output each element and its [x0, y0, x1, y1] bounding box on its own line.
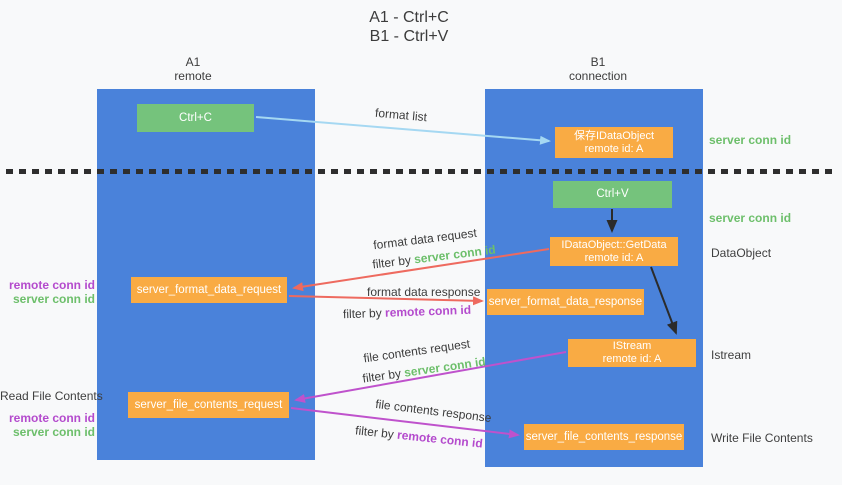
- label-file-contents-response: file contents response: [374, 396, 493, 426]
- box-istream-line2: remote id: A: [602, 353, 662, 365]
- box-server-format-data-response: server_format_data_response: [487, 289, 644, 315]
- title-line-1: A1 - Ctrl+C: [369, 9, 449, 26]
- filter-by-text: filter by: [371, 252, 412, 272]
- filter-by-text: filter by: [354, 423, 395, 442]
- box-save-idataobject: 保存IDataObject remote id: A: [555, 127, 673, 158]
- dashed-separator: [6, 169, 836, 174]
- server-conn-id-text: server conn id: [413, 242, 497, 267]
- remote-conn-id-text: remote conn id: [384, 302, 472, 320]
- box-server-format-data-request-label: server_format_data_request: [136, 283, 282, 296]
- column-a1-title: A1: [185, 55, 201, 69]
- filter-by-text: filter by: [342, 305, 382, 322]
- label-filter-by-remote-conn-id-2: filter by remote conn id: [355, 423, 484, 450]
- box-server-format-data-response-label: server_format_data_response: [488, 295, 643, 308]
- box-server-format-data-request: server_format_data_request: [131, 277, 287, 303]
- column-header-a1-remote: A1 remote: [153, 55, 233, 83]
- box-server-file-contents-request-label: server_file_contents_request: [134, 398, 283, 411]
- box-ctrl-c: Ctrl+C: [137, 104, 254, 132]
- column-header-b1-connection: B1 connection: [558, 55, 638, 83]
- right-label-dataobject: DataObject: [711, 246, 772, 260]
- box-idataobject-getdata: IDataObject::GetData remote id: A: [550, 237, 678, 266]
- remote-conn-id-text: remote conn id: [396, 427, 484, 451]
- box-idataobject-getdata-line1: IDataObject::GetData: [561, 238, 667, 251]
- box-ctrl-v-label: Ctrl+V: [596, 188, 629, 200]
- box-save-idataobject-line1: 保存IDataObject: [573, 129, 655, 142]
- label-filter-by-remote-conn-id-1: filter by remote conn id: [343, 303, 471, 321]
- diagram-title: A1 - Ctrl+C B1 - Ctrl+V: [329, 8, 489, 46]
- box-server-file-contents-response-label: server_file_contents_response: [525, 430, 683, 443]
- box-istream: IStream remote id: A: [568, 339, 696, 367]
- label-format-data-response: format data response: [367, 285, 481, 299]
- right-label-server-conn-id-mid: server conn id: [709, 211, 792, 225]
- column-b1-title: B1: [590, 55, 606, 69]
- server-conn-id-text: server conn id: [403, 354, 487, 380]
- right-label-server-conn-id-top: server conn id: [709, 133, 792, 147]
- box-server-file-contents-request: server_file_contents_request: [128, 392, 289, 418]
- right-label-istream: Istream: [711, 348, 752, 362]
- left-label-server-conn-id-top: server conn id: [12, 292, 95, 306]
- left-label-remote-conn-id-top: remote conn id: [8, 278, 95, 292]
- box-save-idataobject-line2: remote id: A: [584, 142, 644, 155]
- column-b1-subtitle: connection: [568, 69, 628, 83]
- left-label-read-file-contents: Read File Contents: [0, 389, 103, 403]
- box-istream-line1: IStream: [612, 340, 652, 352]
- box-idataobject-getdata-line2: remote id: A: [584, 251, 644, 264]
- box-ctrl-v: Ctrl+V: [553, 181, 672, 208]
- left-label-remote-conn-id-bottom: remote conn id: [8, 411, 95, 425]
- right-label-write-file-contents: Write File Contents: [711, 431, 813, 445]
- title-line-2: B1 - Ctrl+V: [369, 28, 449, 45]
- left-label-server-conn-id-bottom: server conn id: [12, 425, 95, 439]
- column-a1-subtitle: remote: [174, 69, 212, 83]
- filter-by-text: filter by: [361, 366, 402, 386]
- box-server-file-contents-response: server_file_contents_response: [524, 424, 684, 450]
- box-ctrl-c-label: Ctrl+C: [179, 111, 212, 124]
- label-format-list: format list: [374, 105, 428, 125]
